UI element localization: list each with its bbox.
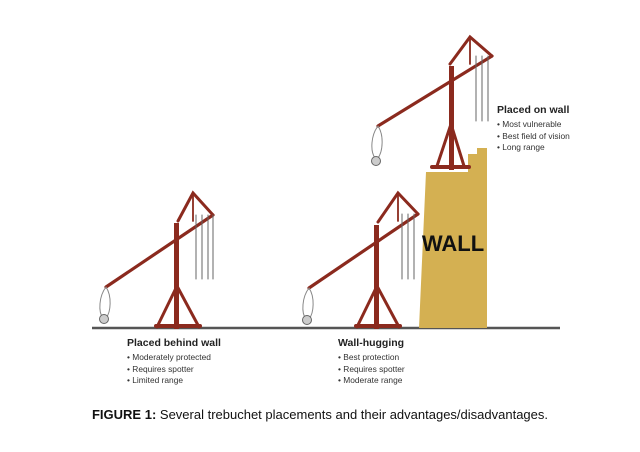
label-point: Most vulnerable <box>497 119 570 131</box>
label-point: Long range <box>497 142 570 154</box>
trebuchet-wall-hugging <box>302 190 420 329</box>
label-point: Moderate range <box>338 375 405 387</box>
label-wall-hugging: Wall-hugging Best protection Requires sp… <box>338 337 405 387</box>
wall: WALL <box>419 148 487 328</box>
caption-text: Several trebuchet placements and their a… <box>159 407 548 422</box>
label-behind-wall: Placed behind wall Moderately protected … <box>127 337 221 387</box>
label-point: Requires spotter <box>127 364 221 376</box>
label-title: Placed behind wall <box>127 337 221 349</box>
figure-caption: FIGURE 1: Several trebuchet placements a… <box>0 407 640 422</box>
label-title: Wall-hugging <box>338 337 405 349</box>
caption-prefix: FIGURE 1: <box>91 407 157 422</box>
label-point: Moderately protected <box>127 352 221 364</box>
trebuchet-behind-wall <box>99 190 215 329</box>
label-point: Best field of vision <box>497 131 570 143</box>
label-title: Placed on wall <box>497 104 570 116</box>
trebuchet-on-wall <box>371 34 494 170</box>
label-point: Best protection <box>338 352 405 364</box>
wall-body <box>419 148 487 328</box>
label-point: Requires spotter <box>338 364 404 376</box>
label-on-wall: Placed on wall Most vulnerable Best fiel… <box>497 104 570 154</box>
wall-label: WALL <box>422 231 484 256</box>
label-point: Limited range <box>127 375 221 387</box>
